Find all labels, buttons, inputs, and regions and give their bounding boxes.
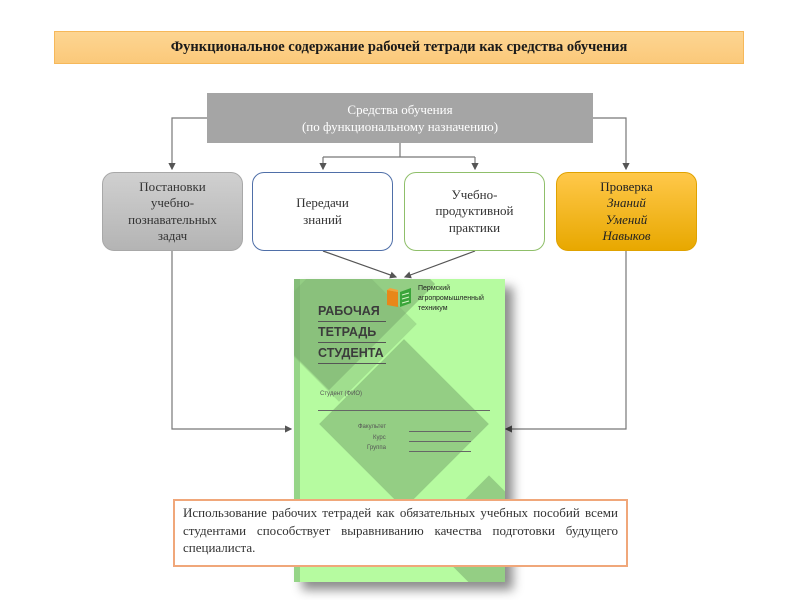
cover-title-line: ТЕТРАДЬ xyxy=(318,322,386,343)
connector-root-to-check xyxy=(593,117,630,171)
student-name-line xyxy=(318,410,490,411)
connector-practice-to-book xyxy=(403,250,476,279)
diagram-title: Функциональное содержание рабочей тетрад… xyxy=(54,31,744,64)
node-check-item: Навыков xyxy=(602,228,651,243)
node-tasks: Постановки учебно- познавательных задач xyxy=(102,172,243,251)
cover-spine xyxy=(294,279,300,582)
connector-root-to-tasks xyxy=(168,117,207,171)
field-label-group: Группа xyxy=(367,445,387,451)
node-knowledge-line: знаний xyxy=(303,211,342,227)
node-practice: Учебно- продуктивной практики xyxy=(404,172,545,251)
node-tasks-line: задач xyxy=(157,228,188,243)
node-knowledge-line: Передачи xyxy=(296,195,349,210)
cover-title-line: СТУДЕНТА xyxy=(318,343,386,364)
root-node-line1: Средства обучения xyxy=(347,102,453,117)
field-label-faculty: Факультет xyxy=(358,424,387,430)
node-tasks-line: познавательных xyxy=(128,211,217,227)
node-check-heading: Проверка xyxy=(600,178,653,194)
field-line-course xyxy=(409,441,471,442)
student-label: Студент (ФИО) xyxy=(320,391,363,397)
node-practice-line: продуктивной xyxy=(435,203,514,219)
node-check: Проверка Знаний Умений Навыков xyxy=(556,172,697,251)
connector-knowledge-to-book xyxy=(322,250,398,279)
node-tasks-line: учебно- xyxy=(150,195,195,210)
field-line-group xyxy=(409,451,471,452)
field-label-course: Курс xyxy=(373,435,386,441)
institution-line: агропромышленный xyxy=(418,295,484,302)
node-knowledge-transfer: Передачи знаний xyxy=(252,172,393,251)
node-check-item: Знаний xyxy=(607,195,646,210)
institution-line: техникум xyxy=(418,305,448,312)
book-logo-icon xyxy=(387,288,411,307)
root-node-teaching-means: Средства обучения (по функциональному на… xyxy=(207,93,593,143)
node-check-item: Умений xyxy=(605,211,648,227)
cover-title-line: РАБОЧАЯ xyxy=(318,301,386,322)
institution-line: Пермский xyxy=(418,285,451,292)
node-tasks-line: Постановки xyxy=(139,178,206,194)
institution-name: Пермский агропромышленный техникум xyxy=(418,284,484,314)
root-node-line2: (по функциональному назначению) xyxy=(301,119,499,134)
field-line-faculty xyxy=(409,431,471,432)
connector-check-to-book xyxy=(504,251,627,433)
cover-title: РАБОЧАЯ ТЕТРАДЬ СТУДЕНТА xyxy=(318,301,386,364)
connector-tasks-to-book xyxy=(171,251,293,433)
conclusion-note: Использование рабочих тетрадей как обяза… xyxy=(173,499,628,567)
node-practice-line: практики xyxy=(448,219,501,235)
node-practice-line: Учебно- xyxy=(451,186,498,202)
